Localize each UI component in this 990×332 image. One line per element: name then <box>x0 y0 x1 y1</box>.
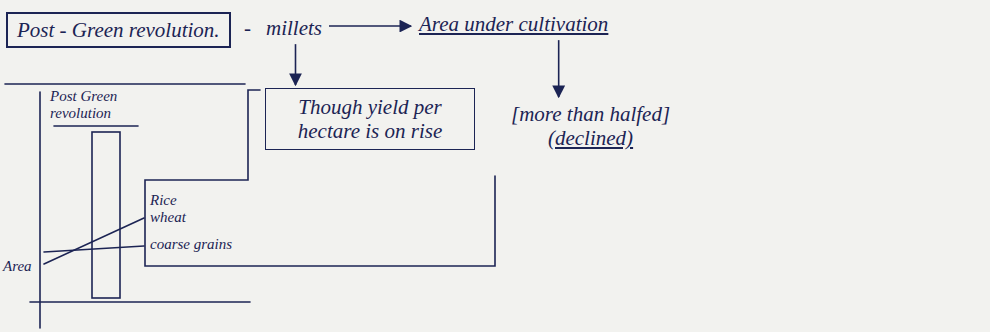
node-text: (declined) <box>511 126 670 150</box>
y-axis <box>39 92 41 328</box>
arrow-connector <box>295 44 297 85</box>
note-box: Though yield per hectare is on rise <box>265 88 475 150</box>
dash-mark: - <box>244 16 251 40</box>
node-text: Though yield per hectare is on rise <box>276 95 464 143</box>
period-band <box>92 132 120 298</box>
arrow-connector <box>329 25 411 27</box>
coarse-grains-line <box>44 246 144 252</box>
rice-wheat-line <box>44 218 144 264</box>
node-text: [more than halfed] <box>511 102 670 126</box>
term-text: millets <box>262 14 326 42</box>
note-text: [more than halfed](declined) <box>505 100 676 152</box>
term-text: Area under cultivation <box>415 10 612 38</box>
bracket-outline <box>145 90 495 266</box>
node-text: millets <box>266 16 322 40</box>
axis-label: Area <box>3 258 32 275</box>
heading-box: Post - Green revolution. <box>6 12 231 48</box>
chart-top-line <box>5 83 245 85</box>
chart-period-label: Post Green revolution <box>50 88 145 123</box>
series-label: Rice wheat <box>150 192 202 227</box>
x-axis <box>30 301 250 303</box>
arrow-connector <box>558 40 560 97</box>
series-label: coarse grains <box>150 236 232 253</box>
node-text: Area under cultivation <box>419 12 608 36</box>
node-text: Post - Green revolution. <box>17 18 220 42</box>
underline <box>54 125 138 127</box>
